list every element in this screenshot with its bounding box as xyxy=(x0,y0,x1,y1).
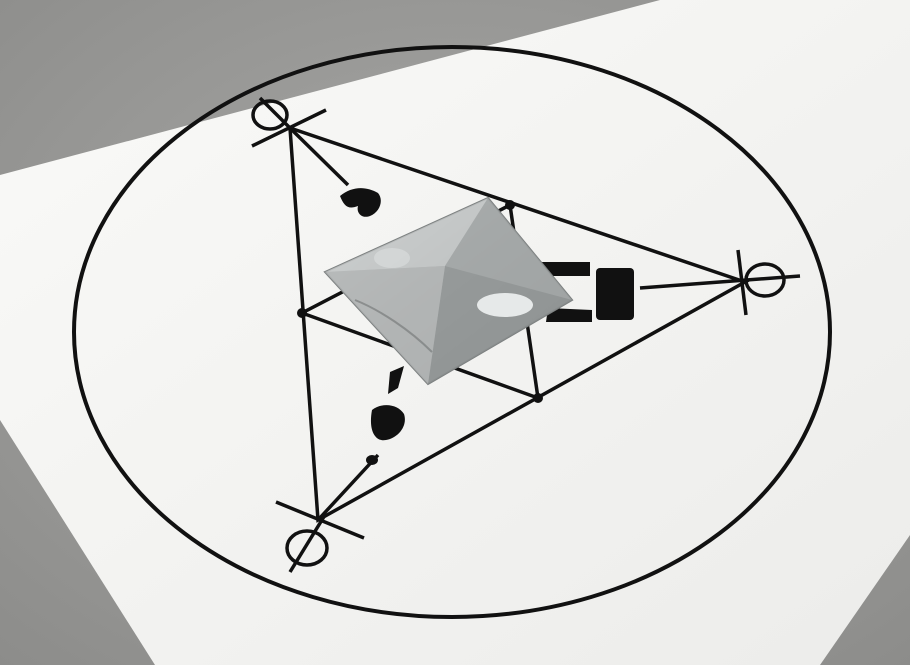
midpoint-dot xyxy=(297,308,307,318)
midpoint-dot xyxy=(533,393,543,403)
midpoint-dot xyxy=(505,200,515,210)
